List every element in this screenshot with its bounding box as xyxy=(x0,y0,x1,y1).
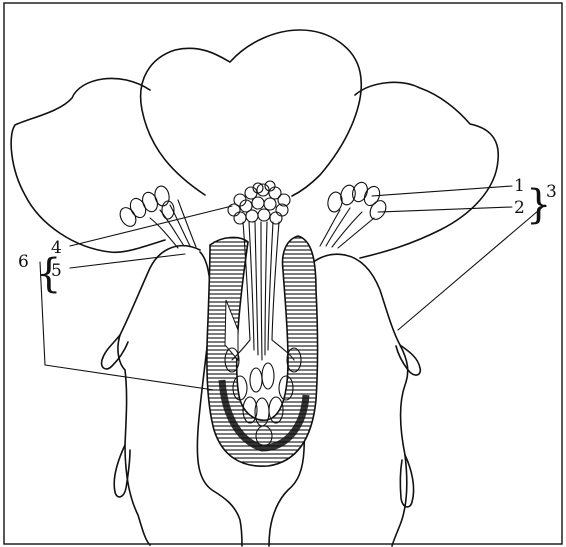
label-4: 4 xyxy=(51,238,62,258)
petal-left xyxy=(11,78,165,252)
label-1: 1 xyxy=(514,176,525,196)
petal-right xyxy=(355,82,498,258)
stamens-left xyxy=(117,185,196,248)
label-2: 2 xyxy=(514,198,525,218)
stamens-right xyxy=(320,180,389,248)
label-6: 6 xyxy=(18,252,29,272)
label-3: 3 xyxy=(546,182,557,202)
stigma xyxy=(228,181,290,224)
label-5: 5 xyxy=(51,261,62,281)
petal-center xyxy=(141,30,362,196)
